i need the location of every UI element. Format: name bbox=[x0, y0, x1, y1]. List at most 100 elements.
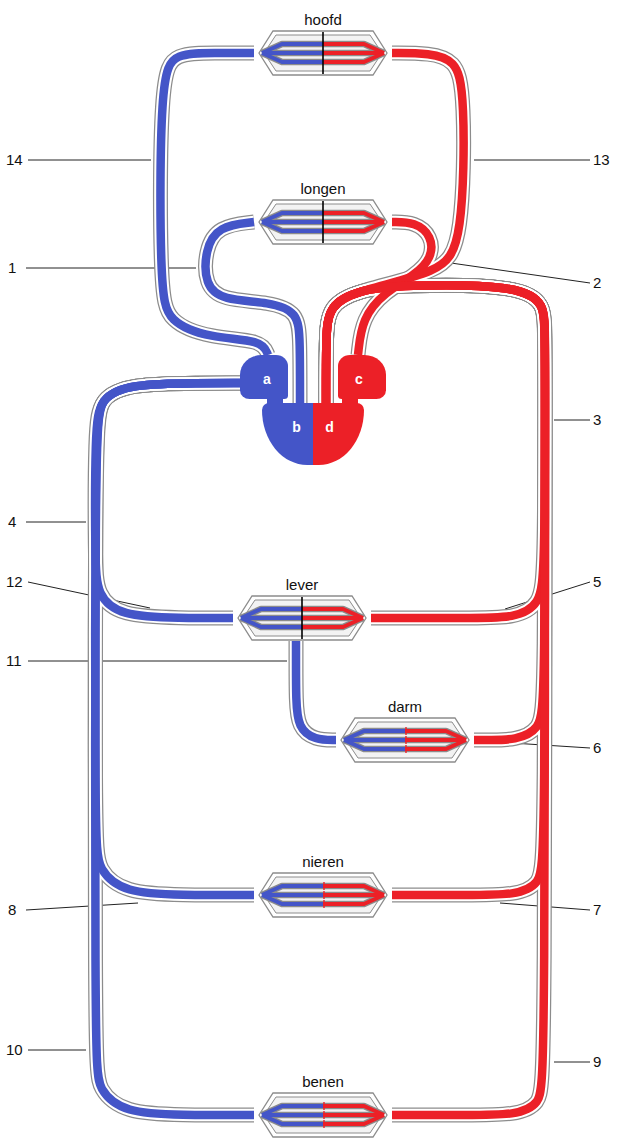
capillary-network bbox=[258, 199, 388, 245]
bed-outline bbox=[238, 596, 366, 640]
heart-chamber: a bbox=[240, 355, 288, 399]
capillary-wall bbox=[344, 740, 405, 749]
vessel-wall bbox=[95, 383, 254, 1115]
capillary bbox=[262, 44, 323, 53]
capillary bbox=[262, 53, 323, 62]
callout-number: 9 bbox=[593, 1053, 601, 1071]
organ-label: lever bbox=[233, 575, 371, 595]
vessel-lining bbox=[95, 383, 254, 895]
capillary bbox=[323, 44, 384, 53]
vein-vessel bbox=[296, 641, 336, 740]
vessel-lining bbox=[160, 53, 268, 355]
callout-number: 13 bbox=[593, 151, 610, 169]
capillary-bed: benen bbox=[254, 1072, 392, 1138]
capillary-bed: darm bbox=[336, 697, 474, 763]
capillary bbox=[323, 893, 384, 897]
capillary-wall bbox=[302, 618, 363, 627]
artery-vessel bbox=[326, 285, 545, 895]
exchange-tick bbox=[405, 736, 406, 744]
organ-label-group: nieren bbox=[254, 852, 392, 872]
capillary bbox=[323, 886, 384, 895]
chamber-letter: b bbox=[292, 419, 301, 435]
capillary bbox=[405, 738, 466, 742]
capillary-wall bbox=[241, 609, 302, 618]
bed-outline bbox=[259, 873, 387, 917]
callout-number: 14 bbox=[6, 151, 23, 169]
organ-label: hoofd bbox=[254, 10, 392, 30]
capillary-wall bbox=[323, 895, 384, 904]
capillary bbox=[262, 1106, 323, 1115]
organ-label-group: lever bbox=[233, 575, 371, 595]
bed-outline bbox=[259, 31, 387, 75]
vessel-lining bbox=[326, 285, 545, 895]
capillary-bed: nieren bbox=[254, 852, 392, 918]
capillary bbox=[302, 618, 363, 627]
capillary-network bbox=[258, 1092, 388, 1138]
capillary bbox=[405, 740, 466, 749]
vessel-lining bbox=[206, 222, 300, 403]
capillary-wall bbox=[323, 1106, 384, 1115]
capillary bbox=[262, 886, 323, 895]
vessel-wall bbox=[160, 53, 268, 355]
capillary-wall bbox=[241, 618, 302, 627]
capillary bbox=[241, 616, 302, 620]
exchange-tick bbox=[405, 727, 406, 735]
vein-vessel bbox=[160, 53, 268, 355]
organ-label: longen bbox=[254, 179, 392, 199]
exchange-tick bbox=[323, 1120, 324, 1128]
capillary-bed: longen bbox=[254, 179, 392, 245]
capillary bbox=[262, 220, 323, 224]
vessel-lining bbox=[296, 641, 336, 740]
capillary-wall bbox=[302, 609, 363, 618]
callout-number: 4 bbox=[8, 513, 16, 531]
callout-number: 1 bbox=[8, 259, 16, 277]
bed-outline bbox=[259, 1093, 387, 1137]
capillary bbox=[323, 220, 384, 224]
leader-line bbox=[474, 160, 590, 161]
capillary-network bbox=[237, 595, 367, 641]
capillary-wall bbox=[405, 731, 466, 740]
callout-number: 5 bbox=[593, 573, 601, 591]
capillary-wall bbox=[323, 886, 384, 895]
capillary bbox=[262, 51, 323, 55]
capillary-bed: hoofd bbox=[254, 10, 392, 76]
capillary-bed: lever bbox=[233, 575, 371, 641]
exchange-line bbox=[322, 201, 324, 243]
callout-number: 10 bbox=[6, 1041, 23, 1059]
capillary-wall bbox=[344, 731, 405, 740]
callout-number: 7 bbox=[593, 901, 601, 919]
capillary-wall bbox=[323, 44, 384, 53]
capillary-wall bbox=[405, 740, 466, 749]
artery-vessel bbox=[326, 285, 545, 618]
heart-chamber: b bbox=[262, 403, 313, 465]
capillary bbox=[323, 51, 384, 55]
callout-number: 2 bbox=[593, 274, 601, 292]
capillary bbox=[323, 213, 384, 222]
leader-line bbox=[28, 661, 287, 662]
exchange-tick bbox=[323, 882, 324, 890]
capillary bbox=[262, 222, 323, 231]
capillary bbox=[323, 53, 384, 62]
capillary-wall bbox=[262, 1115, 323, 1124]
blood-flows bbox=[95, 53, 545, 1115]
vessel-wall bbox=[95, 383, 240, 618]
organ-label-group: benen bbox=[254, 1072, 392, 1092]
capillary bbox=[241, 609, 302, 618]
callout-number: 11 bbox=[6, 652, 22, 670]
organ-label: benen bbox=[254, 1072, 392, 1092]
capillary bbox=[302, 616, 363, 620]
capillary bbox=[302, 609, 363, 618]
artery-vessel bbox=[326, 285, 545, 740]
leader-line bbox=[28, 160, 151, 161]
capillary bbox=[323, 222, 384, 231]
organ-label: nieren bbox=[254, 852, 392, 872]
vein-vessel bbox=[95, 383, 254, 895]
heart-chamber: c bbox=[338, 355, 386, 399]
chamber-letter: c bbox=[355, 371, 363, 387]
capillary-network bbox=[258, 30, 388, 76]
leader-line bbox=[26, 268, 196, 269]
callout-number: 3 bbox=[593, 411, 601, 429]
leader-line bbox=[28, 1050, 86, 1051]
capillary-network bbox=[340, 717, 470, 763]
